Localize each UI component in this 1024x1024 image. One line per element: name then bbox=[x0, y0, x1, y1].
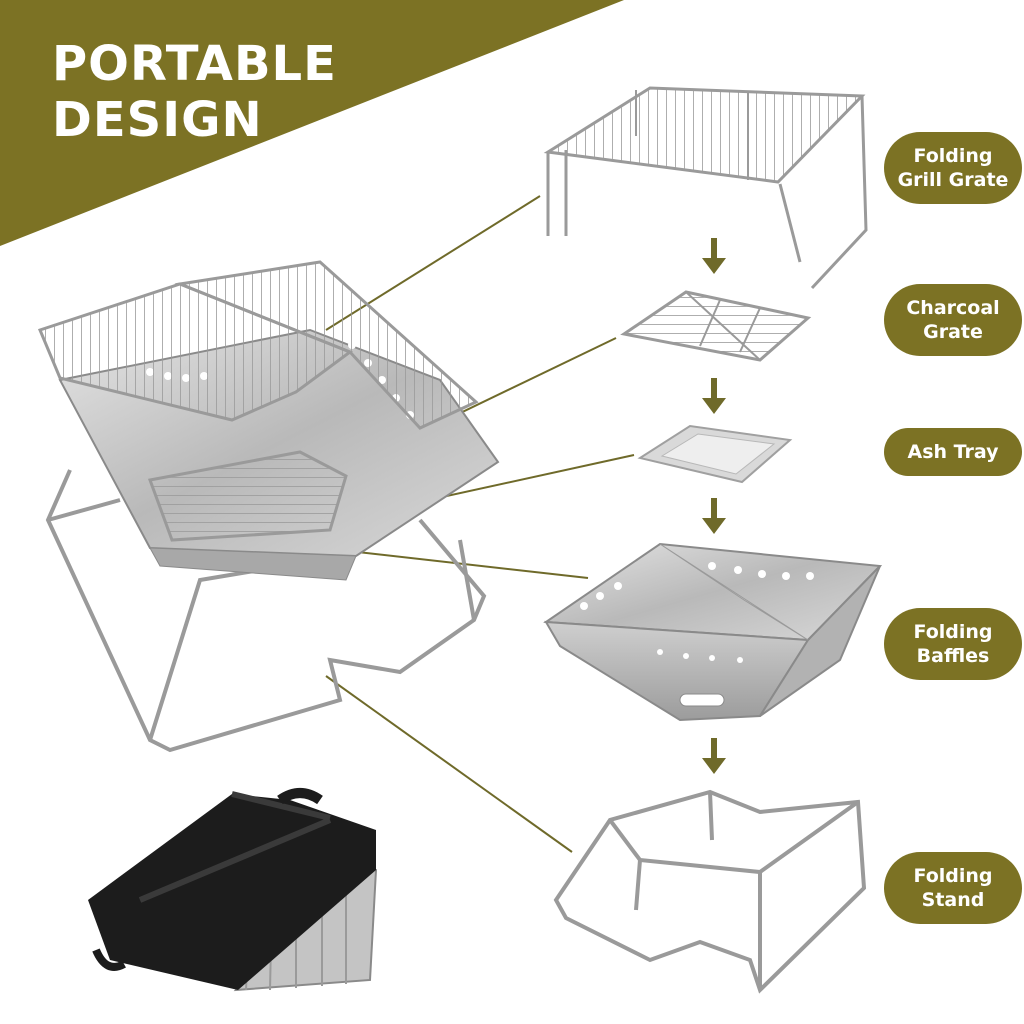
label-folding-stand: Folding Stand bbox=[884, 852, 1022, 924]
label-line: Ash Tray bbox=[907, 441, 999, 463]
stand-part bbox=[553, 789, 867, 994]
label-line: Grate bbox=[923, 321, 983, 343]
label-line: Folding bbox=[913, 145, 993, 167]
down-arrow-icon bbox=[702, 498, 726, 534]
down-arrow-icon bbox=[702, 378, 726, 414]
label-charcoal-grate: Charcoal Grate bbox=[884, 284, 1022, 356]
label-line: Folding bbox=[913, 865, 993, 887]
title-line-design: DESIGN bbox=[52, 92, 263, 148]
assembled-grill bbox=[45, 469, 487, 753]
grill-grate-part bbox=[543, 86, 868, 290]
title-line-portable: PORTABLE bbox=[52, 36, 337, 92]
label-ash-tray: Ash Tray bbox=[884, 428, 1022, 476]
ash-tray-part bbox=[637, 424, 793, 484]
carry-bag bbox=[88, 788, 378, 992]
label-folding-grill-grate: Folding Grill Grate bbox=[884, 132, 1022, 204]
down-arrow-icon bbox=[702, 238, 726, 274]
label-line: Grill Grate bbox=[897, 169, 1009, 191]
label-line: Baffles bbox=[916, 645, 990, 667]
down-arrow-icon bbox=[702, 738, 726, 774]
label-line: Folding bbox=[913, 621, 993, 643]
page-title: PORTABLE DESIGN bbox=[52, 36, 337, 148]
label-folding-baffles: Folding Baffles bbox=[884, 608, 1022, 680]
charcoal-grate-part bbox=[620, 290, 812, 362]
label-line: Stand bbox=[921, 889, 985, 911]
label-line: Charcoal bbox=[906, 297, 1000, 319]
baffles-part bbox=[543, 542, 883, 722]
